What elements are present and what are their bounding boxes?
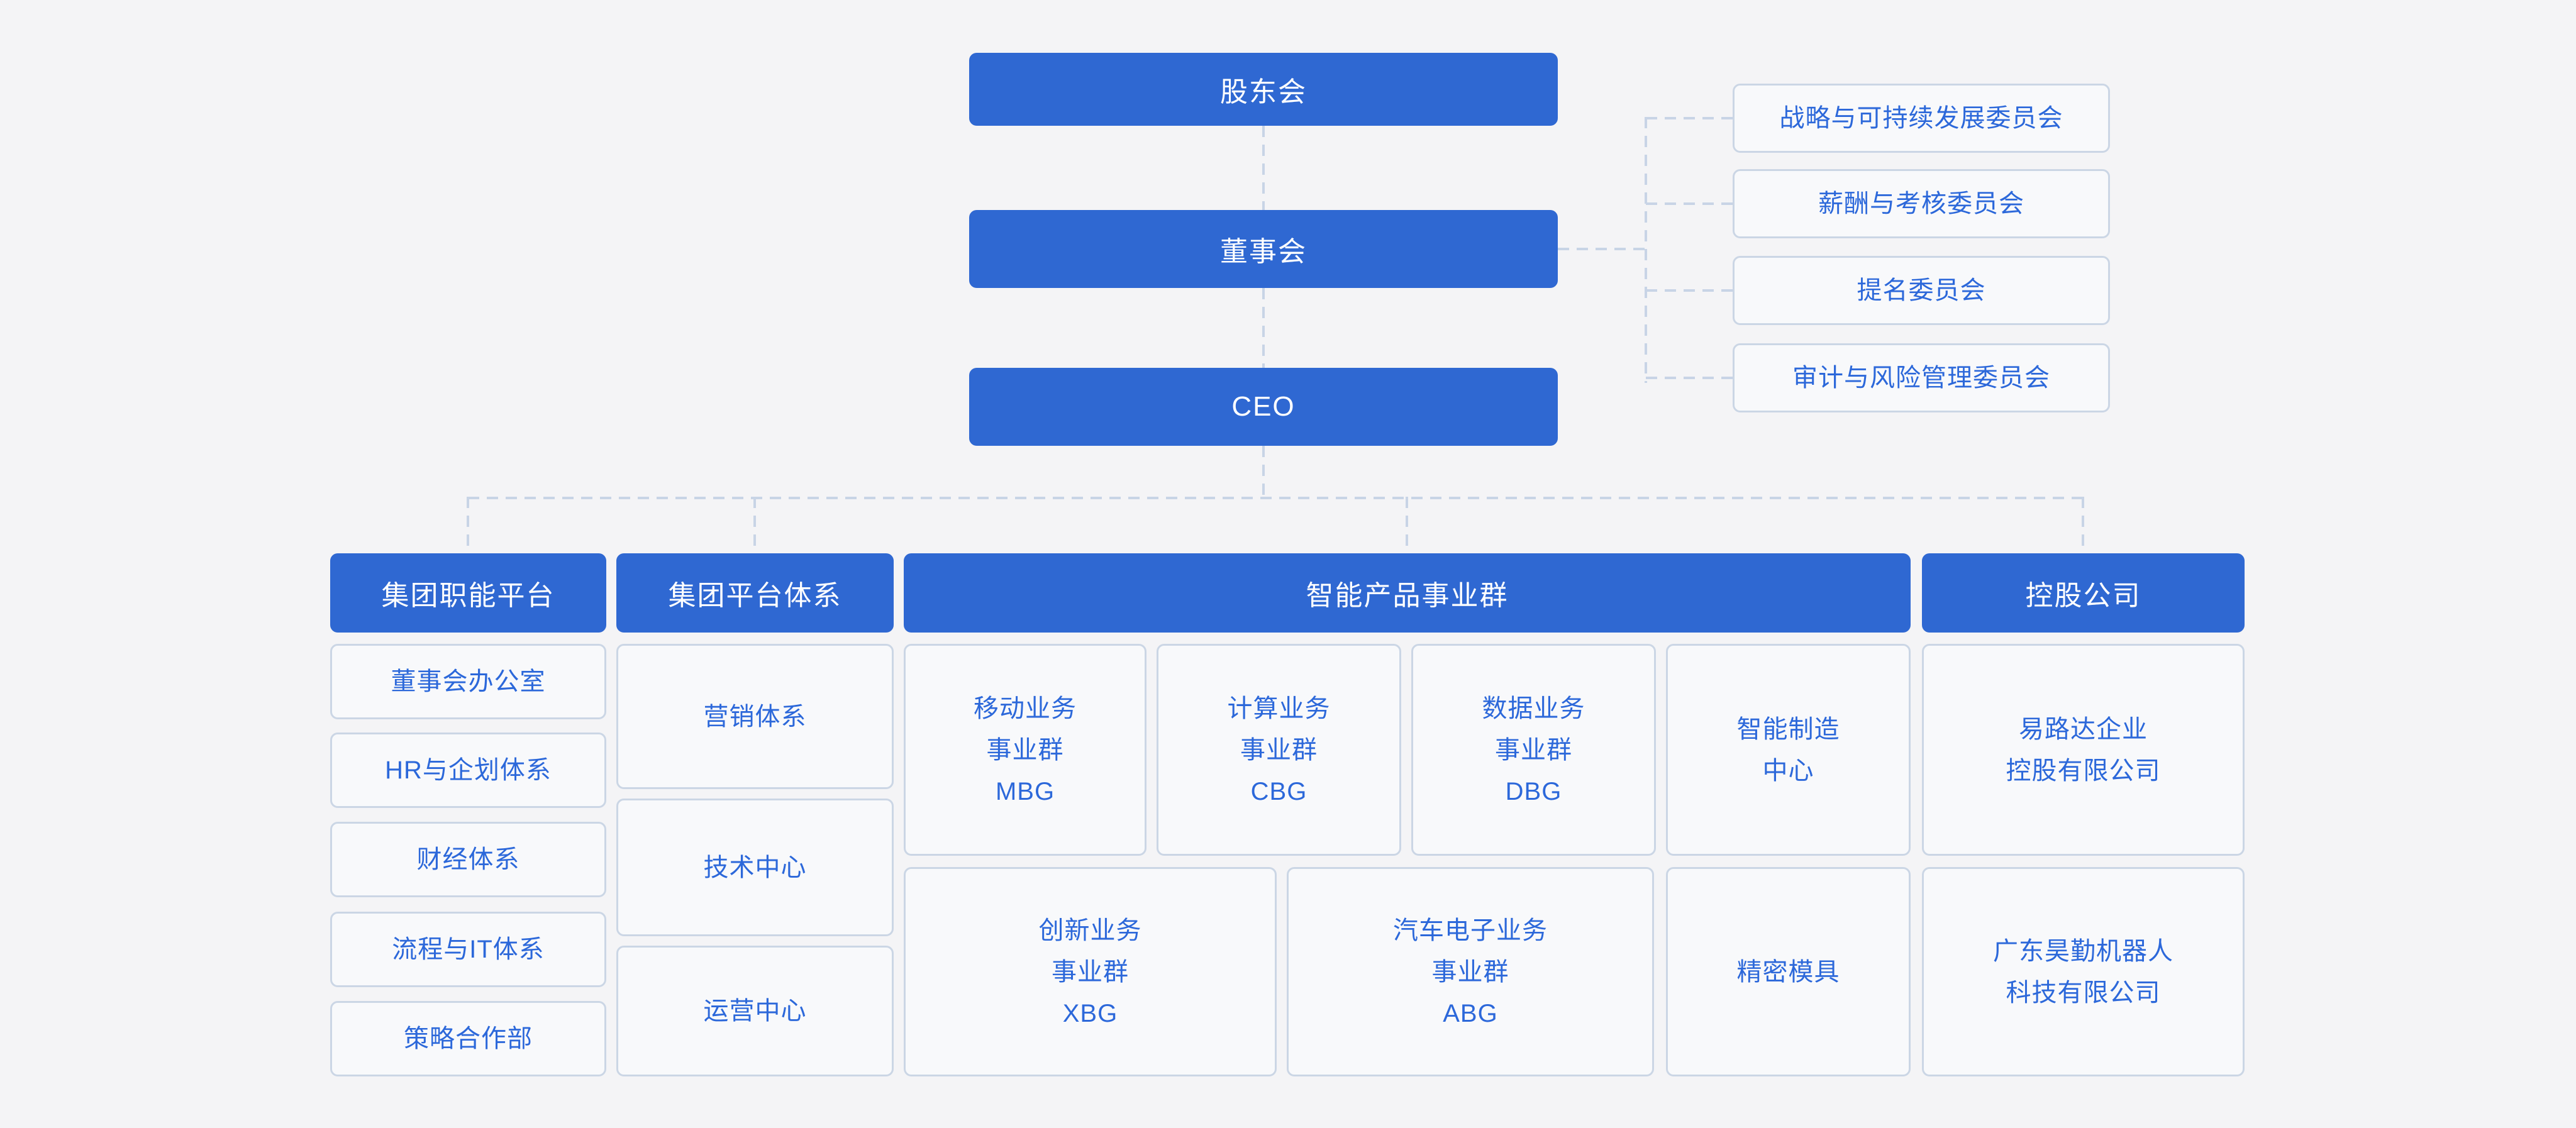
connector-line bbox=[1646, 117, 1733, 119]
connector-line bbox=[1646, 377, 1733, 379]
org-item-board-office: 董事会办公室 bbox=[330, 644, 606, 719]
group-header-smart-product-groups: 智能产品事业群 bbox=[904, 553, 1911, 633]
committee-audit-risk: 审计与风险管理委员会 bbox=[1733, 343, 2110, 412]
connector-line bbox=[1406, 497, 1408, 553]
connector-line bbox=[467, 497, 469, 553]
group-header-holding-companies: 控股公司 bbox=[1922, 553, 2245, 633]
connector-line bbox=[2082, 497, 2084, 553]
connector-line bbox=[1262, 288, 1265, 368]
connector-line bbox=[1646, 289, 1733, 292]
org-item-cbg: 计算业务 事业群 CBG bbox=[1157, 644, 1401, 856]
org-item-smart-manufacturing-center: 智能制造 中心 bbox=[1666, 644, 1911, 856]
connector-line bbox=[1646, 202, 1733, 205]
org-item-technology-center: 技术中心 bbox=[616, 799, 894, 936]
org-item-precision-molds: 精密模具 bbox=[1666, 867, 1911, 1076]
connector-line bbox=[1558, 248, 1646, 250]
connector-line bbox=[1262, 446, 1265, 497]
org-item-strategic-cooperation: 策略合作部 bbox=[330, 1001, 606, 1076]
node-shareholders-meeting: 股东会 bbox=[969, 53, 1558, 126]
connector-line bbox=[1262, 126, 1265, 210]
committee-compensation-assessment: 薪酬与考核委员会 bbox=[1733, 169, 2110, 238]
group-header-functional-platform: 集团职能平台 bbox=[330, 553, 606, 633]
org-item-operations-center: 运营中心 bbox=[616, 946, 894, 1076]
committee-nomination: 提名委员会 bbox=[1733, 256, 2110, 325]
connector-line bbox=[468, 497, 2084, 499]
connector-line bbox=[753, 497, 756, 553]
org-item-finance: 财经体系 bbox=[330, 822, 606, 897]
committee-strategy-sustainability: 战略与可持续发展委员会 bbox=[1733, 84, 2110, 153]
org-item-guangdong-haoqin-robot: 广东昊勤机器人 科技有限公司 bbox=[1922, 867, 2245, 1076]
node-ceo: CEO bbox=[969, 368, 1558, 446]
org-item-abg: 汽车电子业务 事业群 ABG bbox=[1287, 867, 1654, 1076]
org-item-mbg: 移动业务 事业群 MBG bbox=[904, 644, 1146, 856]
group-header-platform-system: 集团平台体系 bbox=[616, 553, 894, 633]
org-item-marketing-system: 营销体系 bbox=[616, 644, 894, 789]
org-item-xbg: 创新业务 事业群 XBG bbox=[904, 867, 1277, 1076]
node-board-of-directors: 董事会 bbox=[969, 210, 1558, 288]
org-item-process-it: 流程与IT体系 bbox=[330, 912, 606, 987]
org-item-hr-planning: HR与企划体系 bbox=[330, 733, 606, 808]
org-item-dbg: 数据业务 事业群 DBG bbox=[1411, 644, 1656, 856]
org-item-yiluda-holding: 易路达企业 控股有限公司 bbox=[1922, 644, 2245, 856]
connector-line bbox=[1645, 117, 1647, 383]
